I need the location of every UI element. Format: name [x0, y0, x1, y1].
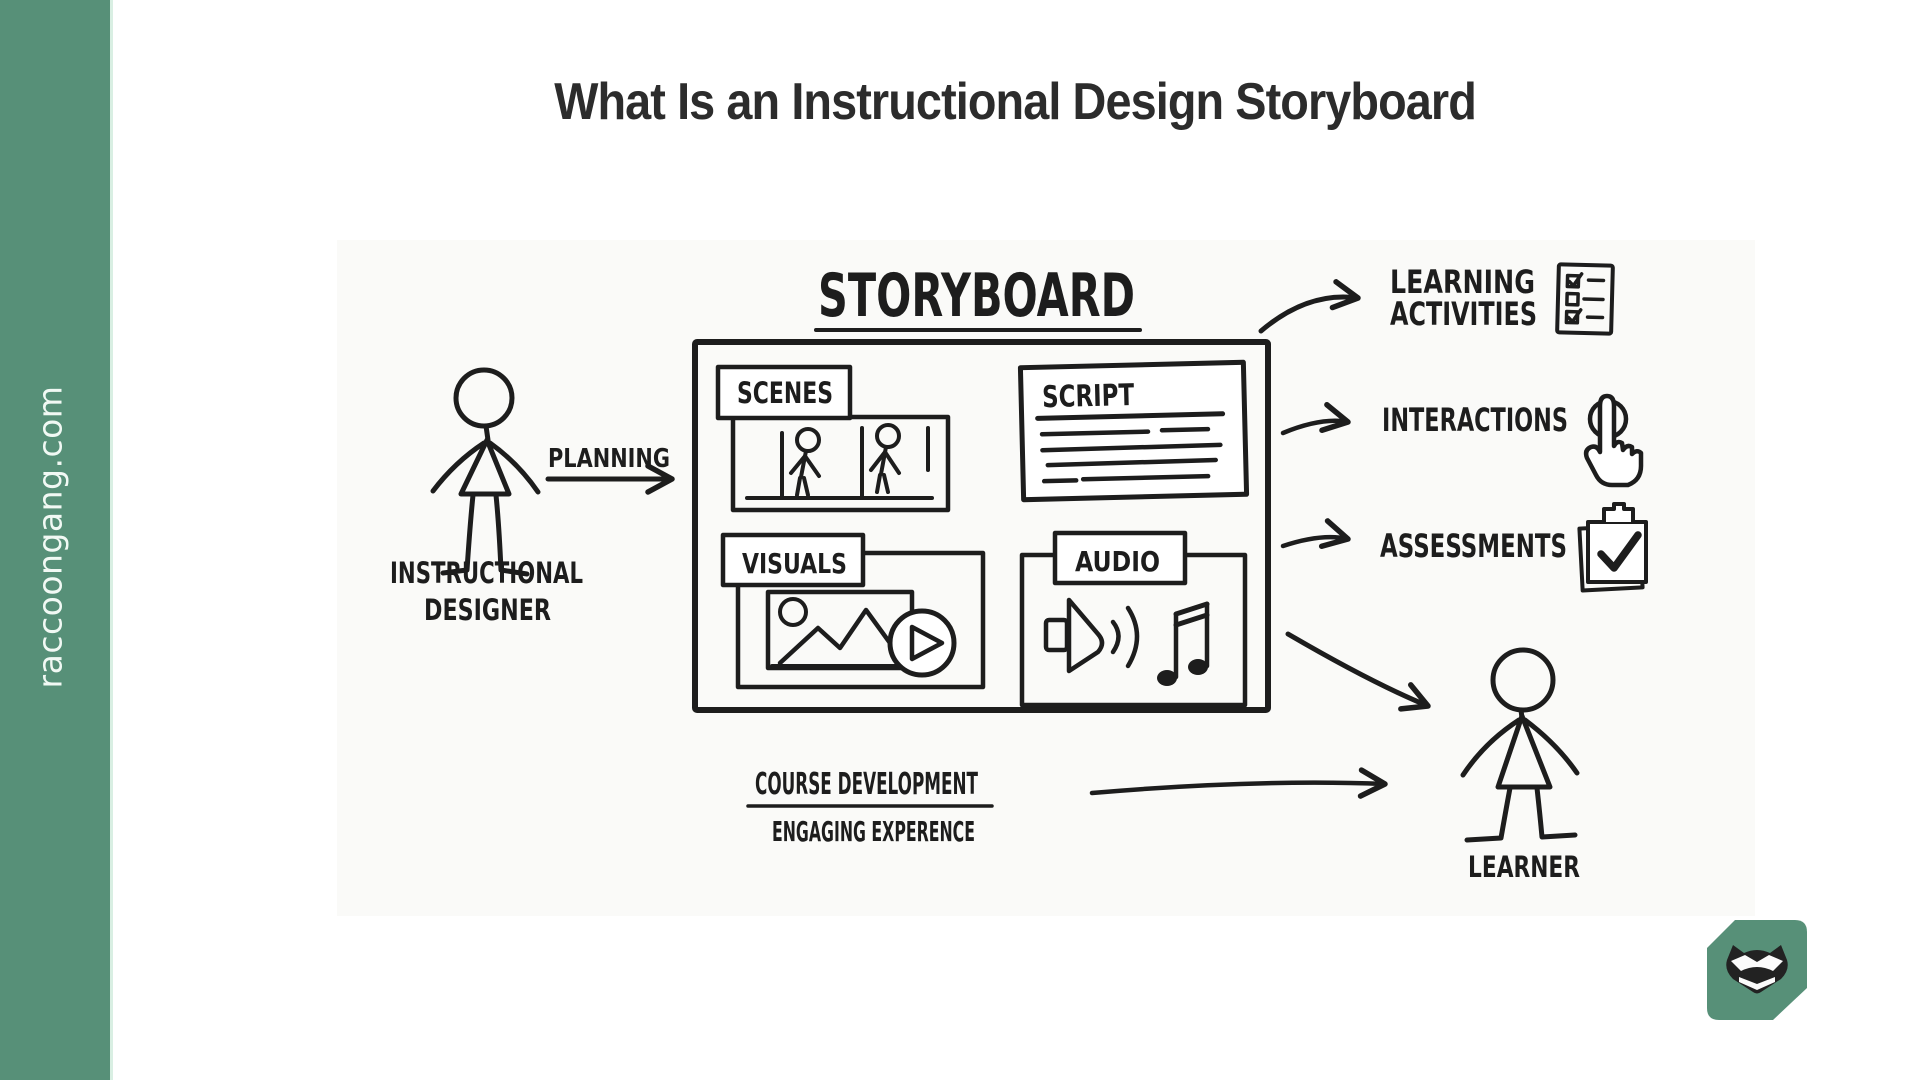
instructional-designer-figure [430, 367, 541, 577]
script-label: SCRIPT [1042, 378, 1135, 415]
checklist-icon [1555, 262, 1615, 336]
learning-activities-label-line1: LEARNING [1390, 263, 1535, 301]
tap-icon [1583, 393, 1644, 488]
page-title: What Is an Instructional Design Storyboa… [554, 73, 1477, 131]
scenes-section: SCENES [715, 364, 951, 513]
page-header: What Is an Instructional Design Storyboa… [110, 72, 1920, 132]
learner-figure [1460, 647, 1580, 843]
clipboard-check-icon [1577, 502, 1648, 593]
visuals-label: VISUALS [742, 547, 847, 580]
planning-label: PLANNING [548, 444, 670, 474]
designer-label-line2: DESIGNER [424, 593, 551, 627]
course-development-label: COURSE DEVELOPMENT [755, 767, 978, 802]
audio-label: AUDIO [1075, 545, 1160, 578]
music-note-icon [1157, 601, 1210, 686]
arrow-to-interactions [1280, 401, 1351, 436]
visuals-section: VISUALS [720, 532, 986, 690]
raccoon-face-icon [1726, 945, 1788, 994]
assessments-label: ASSESSMENTS [1380, 527, 1567, 565]
storyboard-box [692, 339, 1271, 713]
learning-activities-label-line2: ACTIVITIES [1390, 295, 1537, 333]
speaker-icon [1043, 597, 1140, 674]
scenes-label: SCENES [737, 376, 833, 410]
interactions-label: INTERACTIONS [1382, 401, 1568, 439]
engaging-experience-label: ENGAGING EXPERENCE [772, 815, 975, 848]
storyboard-title: STORYBOARD [818, 261, 1135, 331]
arrow-to-assessments [1280, 518, 1351, 550]
learner-label: LEARNER [1468, 850, 1580, 884]
script-section: SCRIPT [1017, 359, 1250, 503]
raccoon-gang-logo [1707, 920, 1807, 1020]
course-development-arrow [1089, 767, 1388, 799]
audio-section: AUDIO [1019, 530, 1248, 708]
arrow-to-learning-activities [1258, 279, 1361, 334]
illustration-panel [337, 240, 1755, 916]
arrow-to-learner [1285, 631, 1431, 712]
play-icon [887, 608, 957, 678]
designer-label-line1: INSTRUCTIONAL [390, 556, 583, 590]
brand-sidebar: raccoongang.com [0, 0, 113, 1080]
